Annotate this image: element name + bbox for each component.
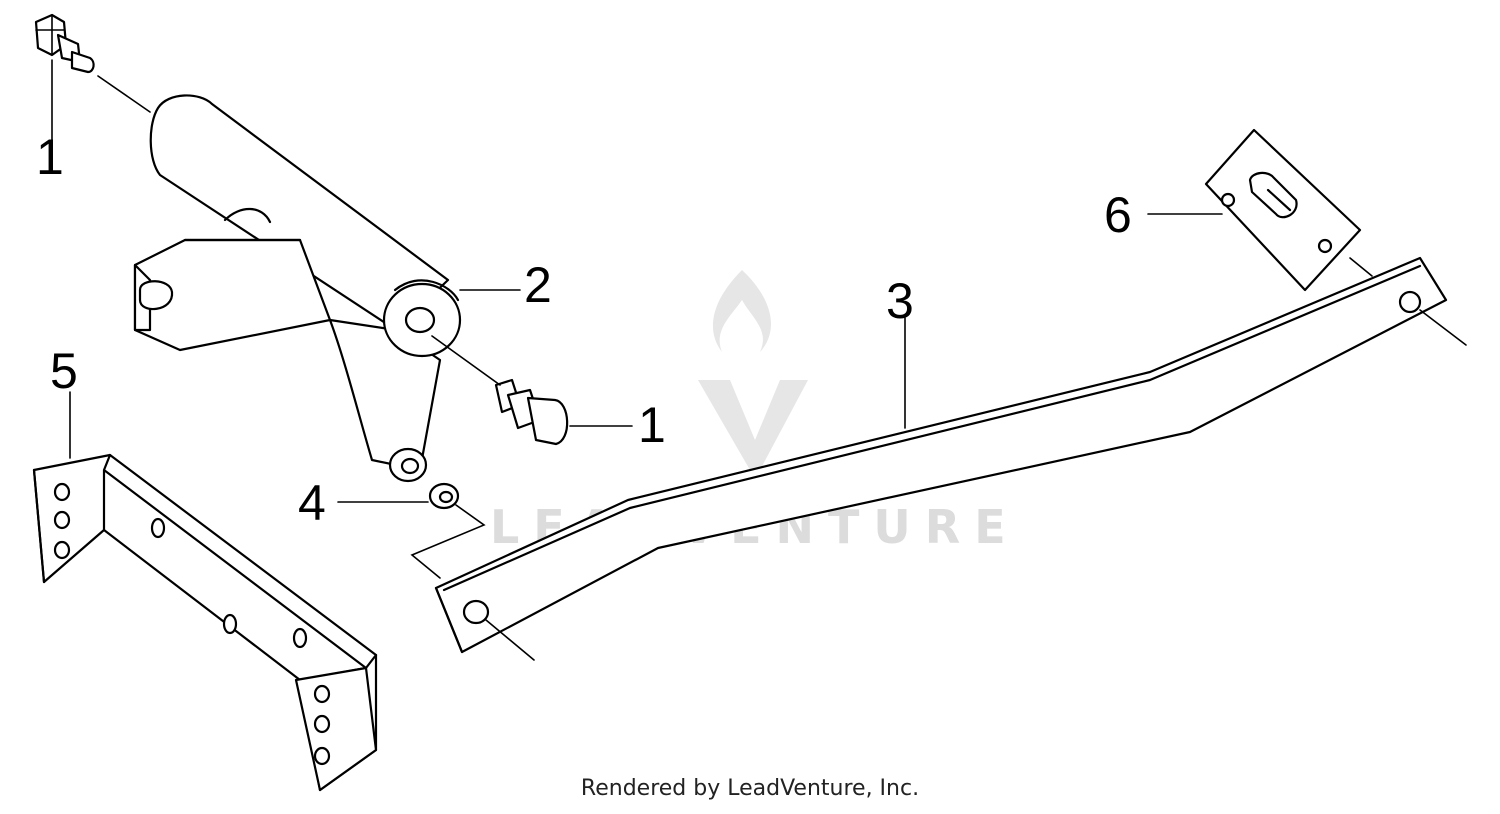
leader-6-axis	[1349, 257, 1373, 277]
part-1-bolt-top[interactable]	[34, 13, 95, 74]
callout-2: 2	[524, 257, 552, 313]
part-2-axle-housing[interactable]	[133, 94, 462, 483]
part-3-bar[interactable]	[434, 256, 1448, 654]
part-1-bolt-right[interactable]	[494, 378, 569, 446]
leader-4-dogleg	[410, 504, 486, 579]
callout-3: 3	[886, 273, 914, 329]
part-5-bracket[interactable]	[32, 453, 378, 792]
leader-3-axis-left	[485, 619, 535, 661]
part-4-bushing[interactable]	[428, 482, 460, 510]
callout-6: 6	[1104, 187, 1132, 243]
callout-1b: 1	[638, 397, 666, 453]
footer-credit: Rendered by LeadVenture, Inc.	[580, 776, 920, 801]
flame-watermark-icon	[712, 270, 772, 352]
callout-4: 4	[298, 475, 326, 531]
callout-1a: 1	[36, 129, 64, 185]
v-watermark-icon	[698, 380, 808, 470]
leader-3-axis-right	[1419, 309, 1467, 346]
callout-5: 5	[50, 343, 78, 399]
leader-1b-axis	[431, 335, 501, 386]
part-6-plate[interactable]	[1204, 128, 1362, 292]
leader-1a-shaft	[97, 75, 151, 113]
